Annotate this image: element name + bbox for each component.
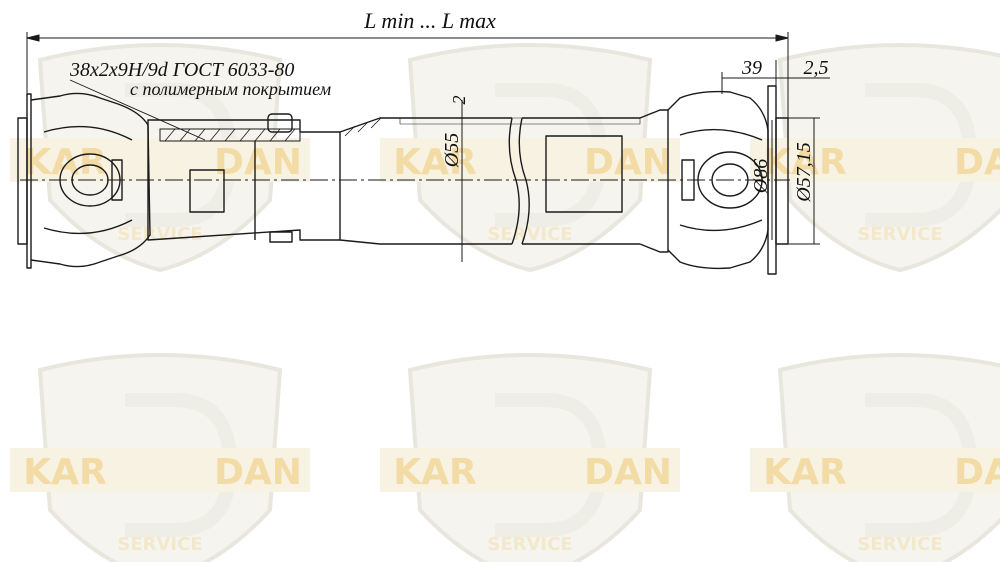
spline-spec-label: 38x2x9H/9d ГОСТ 6033-80 (69, 59, 294, 81)
length-arrow-left (26, 34, 40, 42)
kardan-service-logo-2: KAR DAN SERVICE (380, 43, 680, 273)
kardan-service-logo-3: KAR DAN SERVICE (750, 43, 1000, 273)
left-flange-hub (26, 93, 32, 269)
kardan-service-logo-6: KAR DAN SERVICE (750, 353, 1000, 562)
logo-word-left: KAR (393, 142, 476, 183)
right-cross-center (711, 163, 749, 197)
logo-word-left: KAR (393, 452, 476, 493)
pilot-diameter-label: Ø57,15 (793, 142, 815, 202)
right-cross-cap (681, 159, 695, 201)
dim-25-label: 2,5 (804, 57, 829, 79)
dim-39-label: 39 (741, 57, 762, 79)
left-cross-bearing-icon (59, 153, 121, 207)
logo-band (750, 448, 1000, 492)
logo-word-bottom: SERVICE (857, 534, 942, 555)
tube-wall-label: 2 (449, 96, 469, 105)
shaft-outline (17, 85, 790, 275)
spline-coating-band (159, 128, 301, 142)
left-rect-view (189, 169, 225, 213)
left-cross-center (71, 164, 109, 196)
logo-word-right: DAN (584, 452, 672, 493)
length-arrow-right (775, 34, 789, 42)
logo-band (380, 138, 680, 182)
left-yoke-inner (43, 125, 133, 235)
logo-word-bottom: SERVICE (117, 534, 202, 555)
center-rect-view (545, 135, 623, 213)
logo-word-left: KAR (23, 452, 106, 493)
logo-band (10, 448, 310, 492)
logo-word-right: DAN (584, 142, 672, 183)
logo-word-bottom: SERVICE (487, 224, 572, 245)
watermark-layer: KAR DAN SERVICE KAR DAN SERVICE KAR DAN … (10, 43, 1000, 562)
kardan-service-logo-5: KAR DAN SERVICE (380, 353, 680, 562)
right-cross-bearing-icon (697, 151, 763, 209)
logo-word-bottom: SERVICE (857, 224, 942, 245)
logo-word-right: DAN (214, 142, 302, 183)
tube-diameter-label: Ø55 (441, 133, 463, 168)
kardan-service-logo-1: KAR DAN SERVICE (10, 43, 310, 273)
left-yoke (30, 92, 151, 268)
hatch-cone (344, 117, 382, 137)
length-label: L min ... L max (363, 8, 496, 33)
tube-break-left (508, 117, 520, 245)
coating-note-label: с полимерным покрытием (130, 79, 332, 99)
logo-word-left: KAR (763, 452, 846, 493)
logo-word-bottom: SERVICE (117, 224, 202, 245)
hatch-spline-coating (164, 128, 296, 142)
spec-leader-line (69, 79, 206, 141)
tube-break-right (518, 117, 530, 245)
right-flange-plate (775, 117, 789, 245)
right-weld-collar (639, 109, 669, 253)
logo-word-right: DAN (954, 452, 1000, 493)
logo-word-bottom: SERVICE (487, 534, 572, 555)
flange-diameter-label: Ø86 (750, 159, 772, 194)
tube-wall-section (399, 117, 641, 125)
drawing-labels: L min ... L max 38x2x9H/9d ГОСТ 6033-80 … (69, 8, 829, 203)
dust-seal-ring (267, 113, 293, 133)
logo-word-right: DAN (954, 142, 1000, 183)
kardan-service-logo-4: KAR DAN SERVICE (10, 353, 310, 562)
logo-band (380, 448, 680, 492)
logo-word-right: DAN (214, 452, 302, 493)
logo-word-left: KAR (23, 142, 106, 183)
grease-fitting-icon (269, 231, 293, 243)
right-yoke-inner (679, 128, 763, 232)
logo-word-left: KAR (763, 142, 846, 183)
left-cross-cap (111, 159, 123, 201)
logo-band (750, 138, 1000, 182)
dimension-lines (26, 32, 830, 262)
